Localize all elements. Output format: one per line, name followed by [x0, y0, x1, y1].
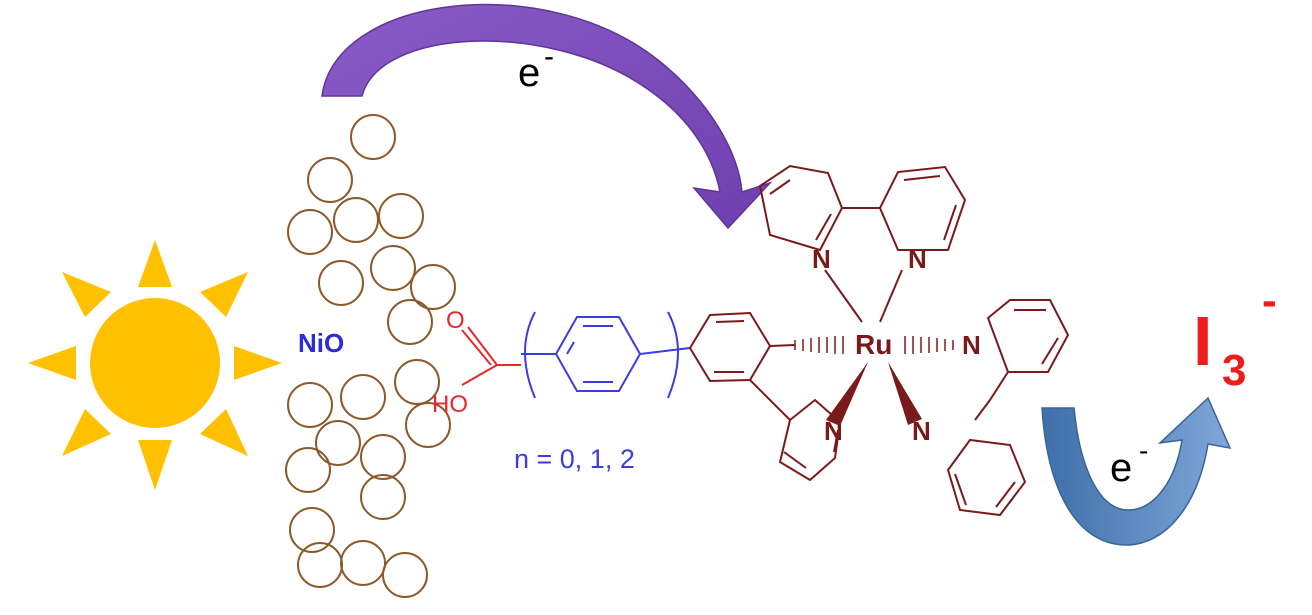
wedge-bond — [826, 362, 868, 426]
nio-particle — [340, 374, 386, 420]
carbonyl-oxygen-label: O — [446, 307, 465, 334]
wedge-bond — [888, 362, 922, 425]
nio-particle — [370, 245, 416, 291]
electron-label-top: e — [518, 51, 540, 95]
nio-particle — [340, 540, 386, 586]
nio-particle — [382, 552, 428, 598]
nio-particle — [285, 447, 331, 493]
nio-particle — [387, 299, 433, 345]
nio-particle — [410, 264, 456, 310]
nio-particle — [318, 260, 364, 306]
nio-label: NiO — [298, 328, 344, 358]
nitrogen-label: N — [908, 244, 927, 274]
ru-complex — [688, 164, 1070, 517]
triiodide-label: I — [1193, 302, 1212, 380]
nio-particle — [333, 197, 379, 243]
ruthenium-label: Ru — [855, 329, 892, 360]
phenylene-linker — [521, 311, 691, 399]
sun-icon — [28, 240, 282, 490]
electron-label-bottom-charge: - — [1139, 435, 1148, 466]
nitrogen-label: N — [912, 416, 931, 446]
triiodide-charge: - — [1262, 276, 1277, 325]
repeat-units-label: n = 0, 1, 2 — [514, 444, 635, 474]
nio-particle — [315, 420, 361, 466]
nio-particle — [289, 507, 335, 553]
nitrogen-label: N — [824, 416, 843, 446]
nitrogen-label: N — [812, 244, 831, 274]
nio-particle — [360, 434, 406, 480]
nio-particle — [405, 402, 451, 448]
electron-label-top-charge: - — [544, 40, 554, 73]
electron-transfer-arrow-icon — [321, 3, 773, 230]
nio-particle — [394, 359, 440, 405]
nio-particle — [287, 209, 333, 255]
nio-particle — [307, 157, 353, 203]
nio-particle — [360, 474, 406, 520]
nitrogen-label: N — [962, 330, 981, 360]
triiodide-subscript: 3 — [1222, 346, 1246, 395]
nio-particle — [350, 114, 396, 160]
electron-label-bottom: e — [1110, 446, 1132, 490]
electron-return-arrow-icon — [1041, 396, 1232, 546]
hydroxyl-label: HO — [432, 391, 468, 418]
nio-particles — [285, 114, 456, 598]
carboxylic-acid-group — [461, 326, 521, 386]
nio-particle — [378, 193, 424, 239]
nio-particle — [287, 382, 333, 428]
